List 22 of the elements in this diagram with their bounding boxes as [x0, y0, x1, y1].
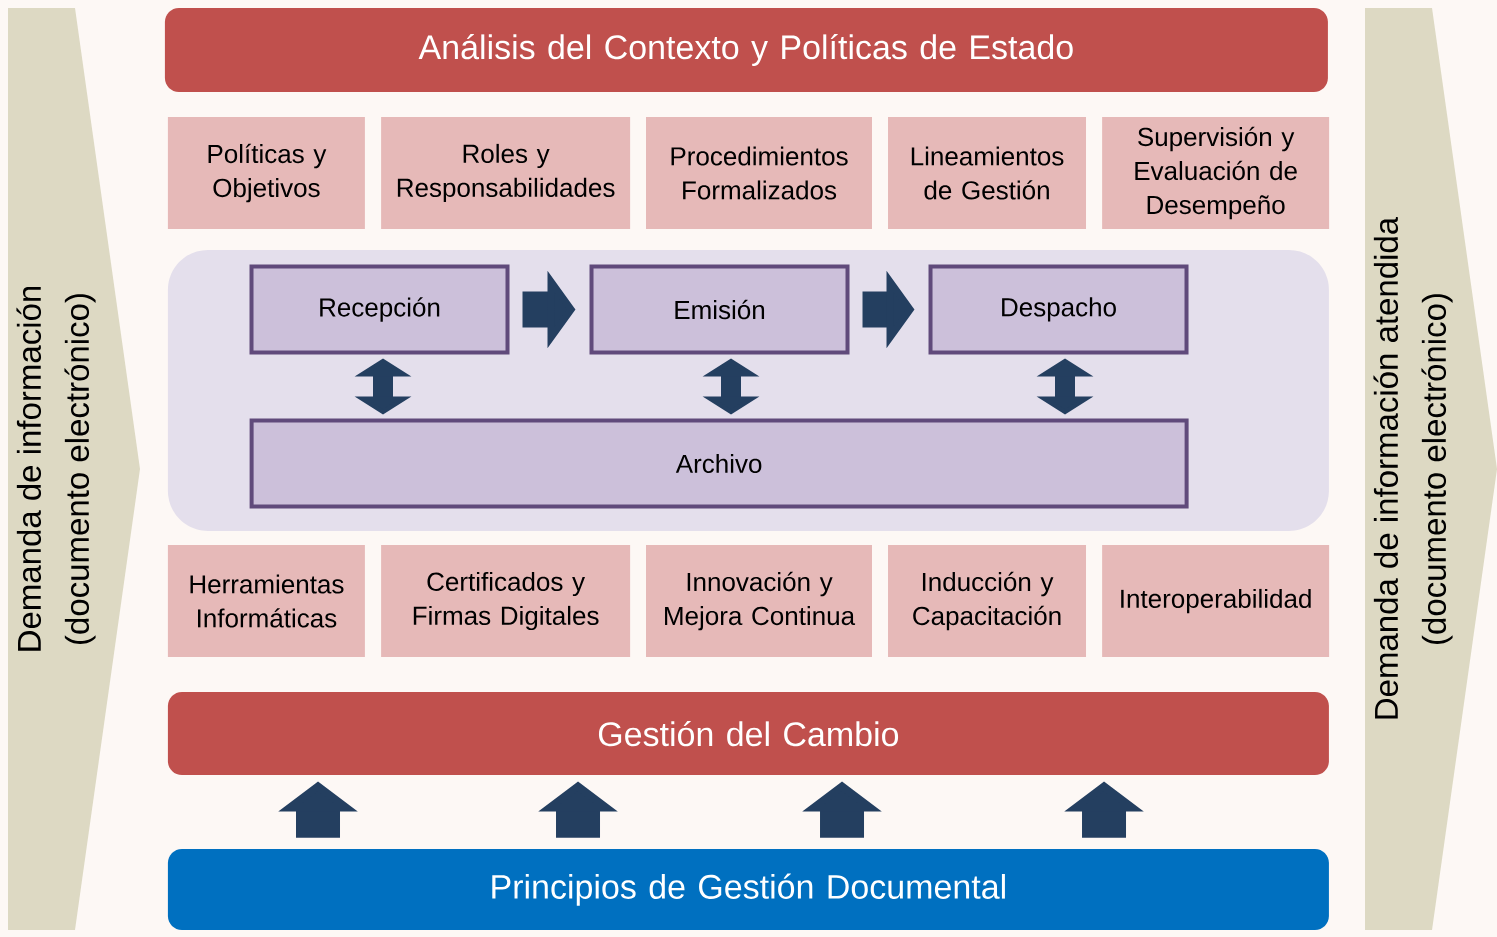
topic-box: Políticas y Objetivos	[167, 117, 365, 229]
banner-bar: Gestión del Cambio	[167, 692, 1329, 776]
topic-box: Innovación y Mejora Continua	[646, 545, 872, 657]
topic-box: Inducción y Capacitación	[888, 545, 1086, 657]
topic-box: Herramientas Informáticas	[167, 545, 365, 657]
topic-box: Interoperabilidad	[1102, 545, 1330, 657]
topic-box: Certificados y Firmas Digitales	[381, 545, 631, 657]
chevron-band: Demanda de información atendida (documento electrónico)	[1365, 8, 1497, 930]
chevron-band: Demanda de información (documento electrónico)	[8, 8, 140, 930]
process-box: Emisión	[589, 264, 850, 355]
block-arrow	[354, 358, 412, 415]
process-box: Despacho	[928, 264, 1189, 355]
block-arrow	[1036, 358, 1094, 415]
banner-bar: Análisis del Contexto y Políticas de Estado	[164, 8, 1328, 92]
process-box: Archivo	[249, 418, 1189, 509]
topic-box: Supervisión y Evaluación de Desempeño	[1102, 117, 1330, 229]
topic-box: Roles y Responsabilidades	[381, 117, 631, 229]
banner-bar: Principios de Gestión Documental	[167, 849, 1329, 931]
block-arrow	[702, 358, 760, 415]
process-box: Recepción	[249, 264, 510, 355]
topic-box: Lineamientos de Gestión	[888, 117, 1086, 229]
topic-box: Procedimientos Formalizados	[646, 117, 872, 229]
